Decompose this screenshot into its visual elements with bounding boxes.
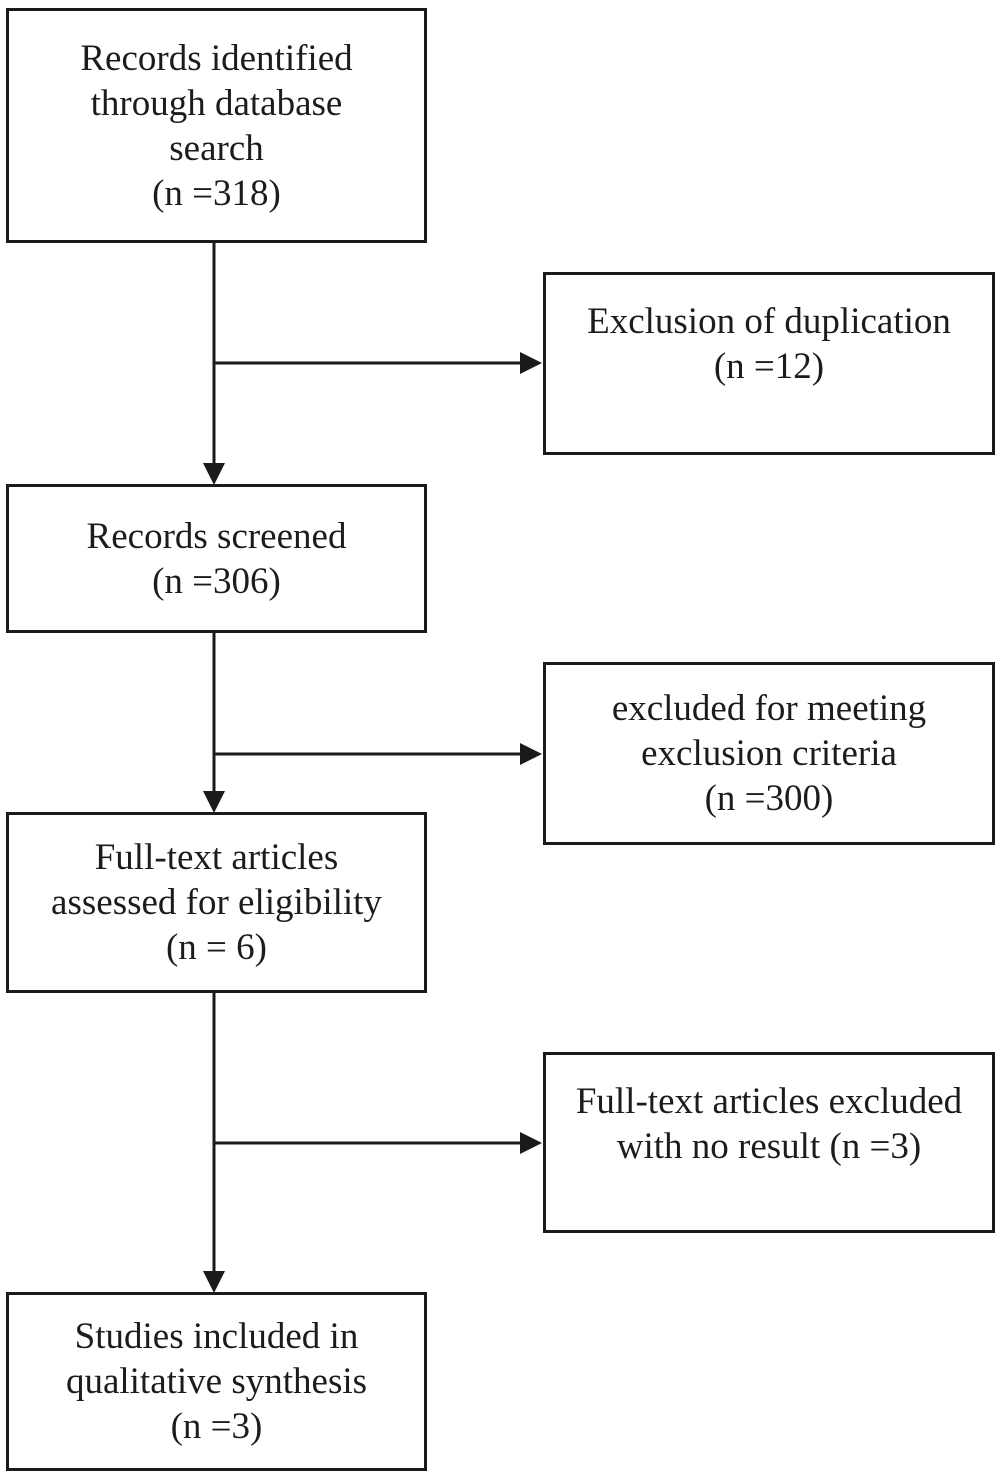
arrowhead-down-1-icon (203, 463, 225, 485)
flow-box-fulltext-assessed: Full-text articles assessed for eligibil… (6, 812, 427, 993)
arrowhead-down-2-icon (203, 791, 225, 813)
flow-box-exclusion-duplication: Exclusion of duplication (n =12) (543, 272, 995, 455)
arrowhead-right-1-icon (520, 352, 542, 374)
box-text-line: exclusion criteria (641, 733, 897, 774)
arrowhead-right-2-icon (520, 743, 542, 765)
arrowhead-down-3-icon (203, 1271, 225, 1293)
flow-box-records-identified: Records identified through database sear… (6, 8, 427, 243)
box-text-line: Records screened (86, 515, 347, 557)
box-text-line: Exclusion of duplication (587, 301, 951, 342)
box-text-line: assessed for eligibility (51, 882, 382, 923)
box-text-line: (n =12) (713, 346, 825, 387)
arrowhead-right-3-icon (520, 1132, 542, 1154)
box-text-line: (n =318) (152, 172, 281, 214)
box-text-line: Studies included in (74, 1316, 359, 1357)
box-text-line: with no result (n =3) (616, 1126, 922, 1167)
flow-box-fulltext-excluded: Full-text articles excluded with no resu… (543, 1052, 995, 1233)
flow-box-studies-included: Studies included in qualitative synthesi… (6, 1292, 427, 1471)
box-text-line: qualitative synthesis (65, 1361, 368, 1402)
box-text-line: excluded for meeting (611, 688, 927, 729)
box-text-line: (n =3) (170, 1406, 263, 1447)
box-text-line: Full-text articles (94, 837, 339, 878)
box-text-line: (n = 6) (165, 927, 267, 968)
box-text-line: (n =306) (152, 560, 281, 602)
box-text-line: Full-text articles excluded (575, 1081, 963, 1122)
flow-box-records-screened: Records screened (n =306) (6, 484, 427, 633)
box-text-line: (n =300) (704, 778, 834, 819)
flow-box-excluded-criteria: excluded for meeting exclusion criteria … (543, 662, 995, 845)
box-text-line: search (169, 127, 264, 169)
box-text-line: Records identified (80, 37, 353, 79)
box-text-line: through database (90, 82, 343, 124)
